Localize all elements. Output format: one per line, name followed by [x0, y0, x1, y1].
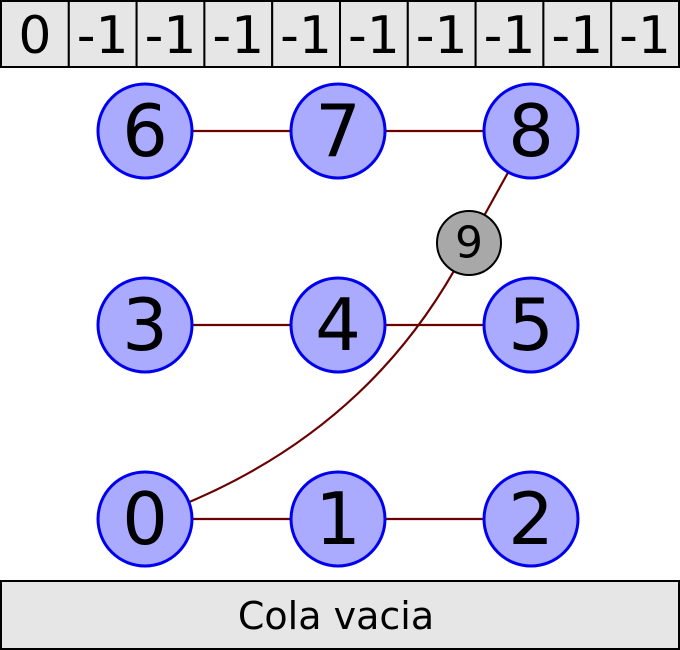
array-cell-value: -1	[551, 6, 603, 66]
array-cell-value: -1	[484, 6, 536, 66]
array-cell-rect	[271, 0, 342, 68]
array-cell-rect	[610, 0, 680, 68]
nodes: 6 7 8 3 4 5 0 1	[96, 82, 580, 568]
array-cell-rect	[542, 0, 613, 68]
queue-label: Cola vacia	[238, 594, 434, 638]
array-cell: -1	[67, 0, 138, 68]
node-circle	[289, 276, 387, 374]
node-2: 2	[482, 470, 580, 568]
array-cell: -1	[474, 0, 545, 68]
node-label: 7	[315, 89, 361, 173]
node-circle	[96, 82, 194, 180]
node-circle	[289, 82, 387, 180]
queue-box: Cola vacia	[0, 580, 680, 650]
array-cell-rect	[406, 0, 477, 68]
array-cell: 0	[0, 0, 70, 68]
node-label: 6	[122, 89, 168, 173]
node-8: 8	[482, 82, 580, 180]
array-cell-rect	[339, 0, 409, 68]
array-cell-rect	[0, 0, 70, 68]
node-5: 5	[482, 276, 580, 374]
array-cell-value: -1	[212, 6, 264, 66]
node-circle	[289, 470, 387, 568]
special-node-label: 9	[455, 218, 483, 269]
node-label: 0	[122, 477, 168, 561]
array-cell: -1	[339, 0, 409, 68]
array-row: 0-1-1-1-1-1-1-1-1-1	[0, 0, 680, 68]
node-label: 5	[508, 283, 554, 367]
node-0: 0	[96, 470, 194, 568]
array-cell-value: -1	[145, 6, 197, 66]
node-1: 1	[289, 470, 387, 568]
node-9: 9	[436, 210, 502, 276]
array-cell: -1	[406, 0, 477, 68]
node-7: 7	[289, 82, 387, 180]
array-cell-rect	[474, 0, 545, 68]
queue-rect	[0, 580, 680, 650]
node-circle	[482, 470, 580, 568]
node-label: 1	[315, 477, 361, 561]
node-circle	[96, 470, 194, 568]
array-cell-value: -1	[77, 6, 129, 66]
array-cell-value: -1	[348, 6, 400, 66]
node-4: 4	[289, 276, 387, 374]
array-cell-rect	[67, 0, 138, 68]
node-circle	[482, 82, 580, 180]
array-cell: -1	[271, 0, 342, 68]
array-cell: -1	[610, 0, 680, 68]
node-3: 3	[96, 276, 194, 374]
array-cell-value: -1	[619, 6, 671, 66]
edge-0-9	[144, 242, 470, 521]
array-cell-value: -1	[280, 6, 332, 66]
special-node-circle	[436, 210, 502, 276]
node-label: 3	[122, 283, 168, 367]
node-label: 8	[508, 89, 554, 173]
node-6: 6	[96, 82, 194, 180]
array-cell: -1	[135, 0, 206, 68]
node-label: 4	[315, 283, 361, 367]
node-label: 2	[508, 477, 554, 561]
array-cell: -1	[542, 0, 613, 68]
array-cell-rect	[135, 0, 206, 68]
array-cell-value: 0	[18, 6, 51, 66]
node-circle	[96, 276, 194, 374]
array-cell: -1	[203, 0, 274, 68]
node-circle	[482, 276, 580, 374]
array-cell-value: -1	[416, 6, 468, 66]
